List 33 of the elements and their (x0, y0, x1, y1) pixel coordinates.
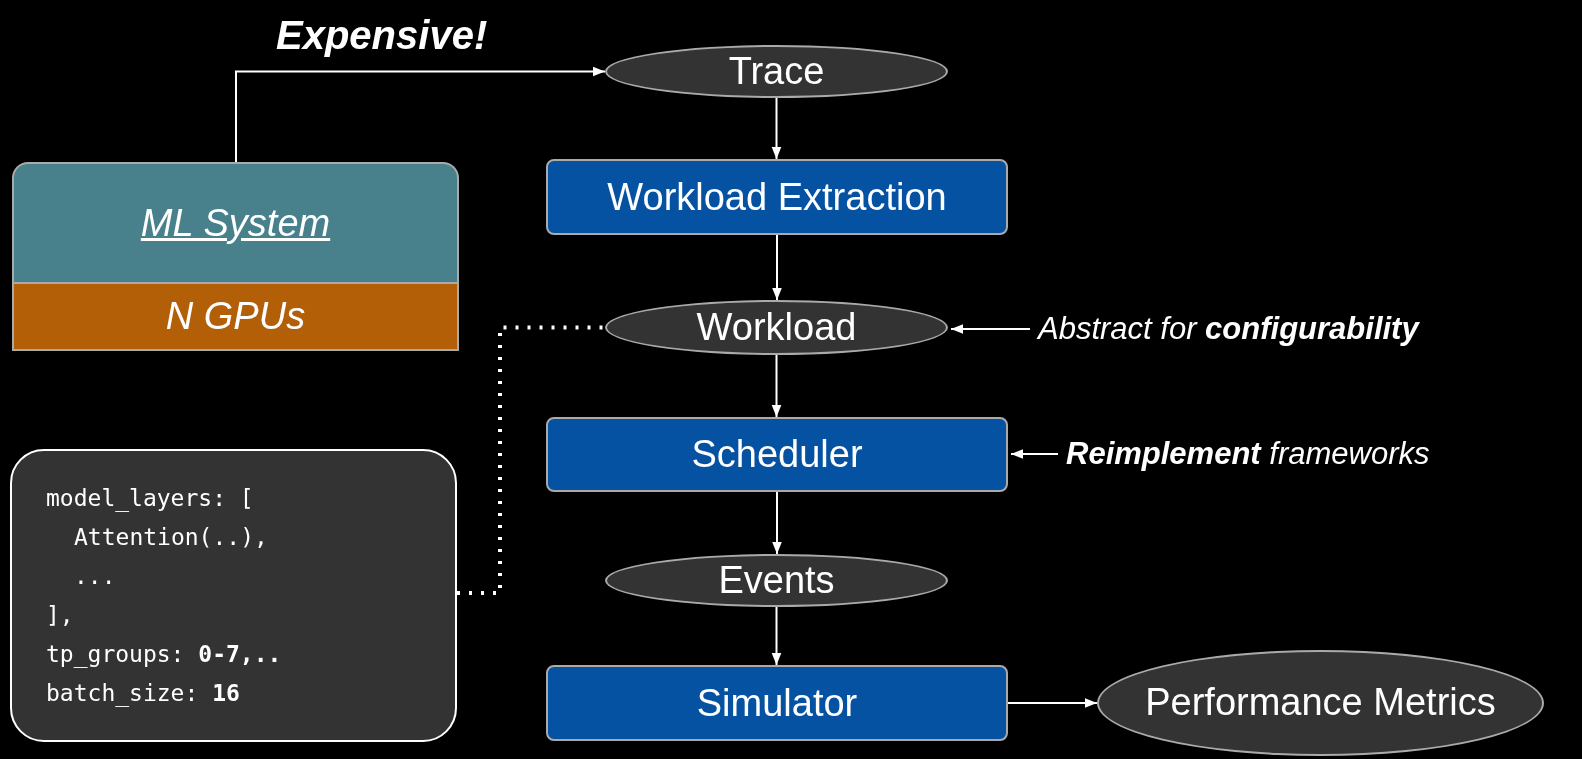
arrow (772, 234, 782, 301)
process-box (546, 159, 1008, 235)
code-box (10, 449, 457, 742)
node-label: Performance Metrics (1145, 682, 1496, 724)
code-line: batch_size: 16 (46, 678, 240, 709)
arrow (771, 97, 782, 160)
node-label: Trace (728, 50, 825, 93)
arrow (1010, 449, 1059, 459)
node-label: ML System (140, 201, 331, 245)
arrow (772, 491, 782, 555)
node-label: Events (718, 559, 835, 602)
code-line: model_layers: [ (46, 483, 254, 514)
node-label: Workload Extraction (607, 175, 947, 219)
node-label: N GPUs (165, 295, 306, 338)
node-label: Simulator (696, 681, 858, 725)
arrow (235, 66, 606, 163)
node-label: Scheduler (691, 433, 863, 476)
gpu-band (12, 282, 459, 351)
code-line: Attention(..), (73, 522, 268, 552)
code-line: ], (46, 600, 74, 630)
node-label: Workload (696, 306, 857, 349)
arrow (771, 606, 782, 666)
annotation-text: Reimplement frameworks (1066, 436, 1430, 472)
arrow (950, 324, 1031, 334)
process-box (546, 665, 1008, 741)
arrow (771, 354, 782, 418)
annotation-text: Abstract for configurability (1038, 311, 1419, 347)
dotted-connector (457, 325, 605, 595)
code-line: tp_groups: 0-7,.. (46, 639, 282, 670)
code-line: ... (73, 561, 116, 591)
arrow (1007, 698, 1098, 708)
system-box (12, 162, 459, 282)
process-box (546, 417, 1008, 492)
